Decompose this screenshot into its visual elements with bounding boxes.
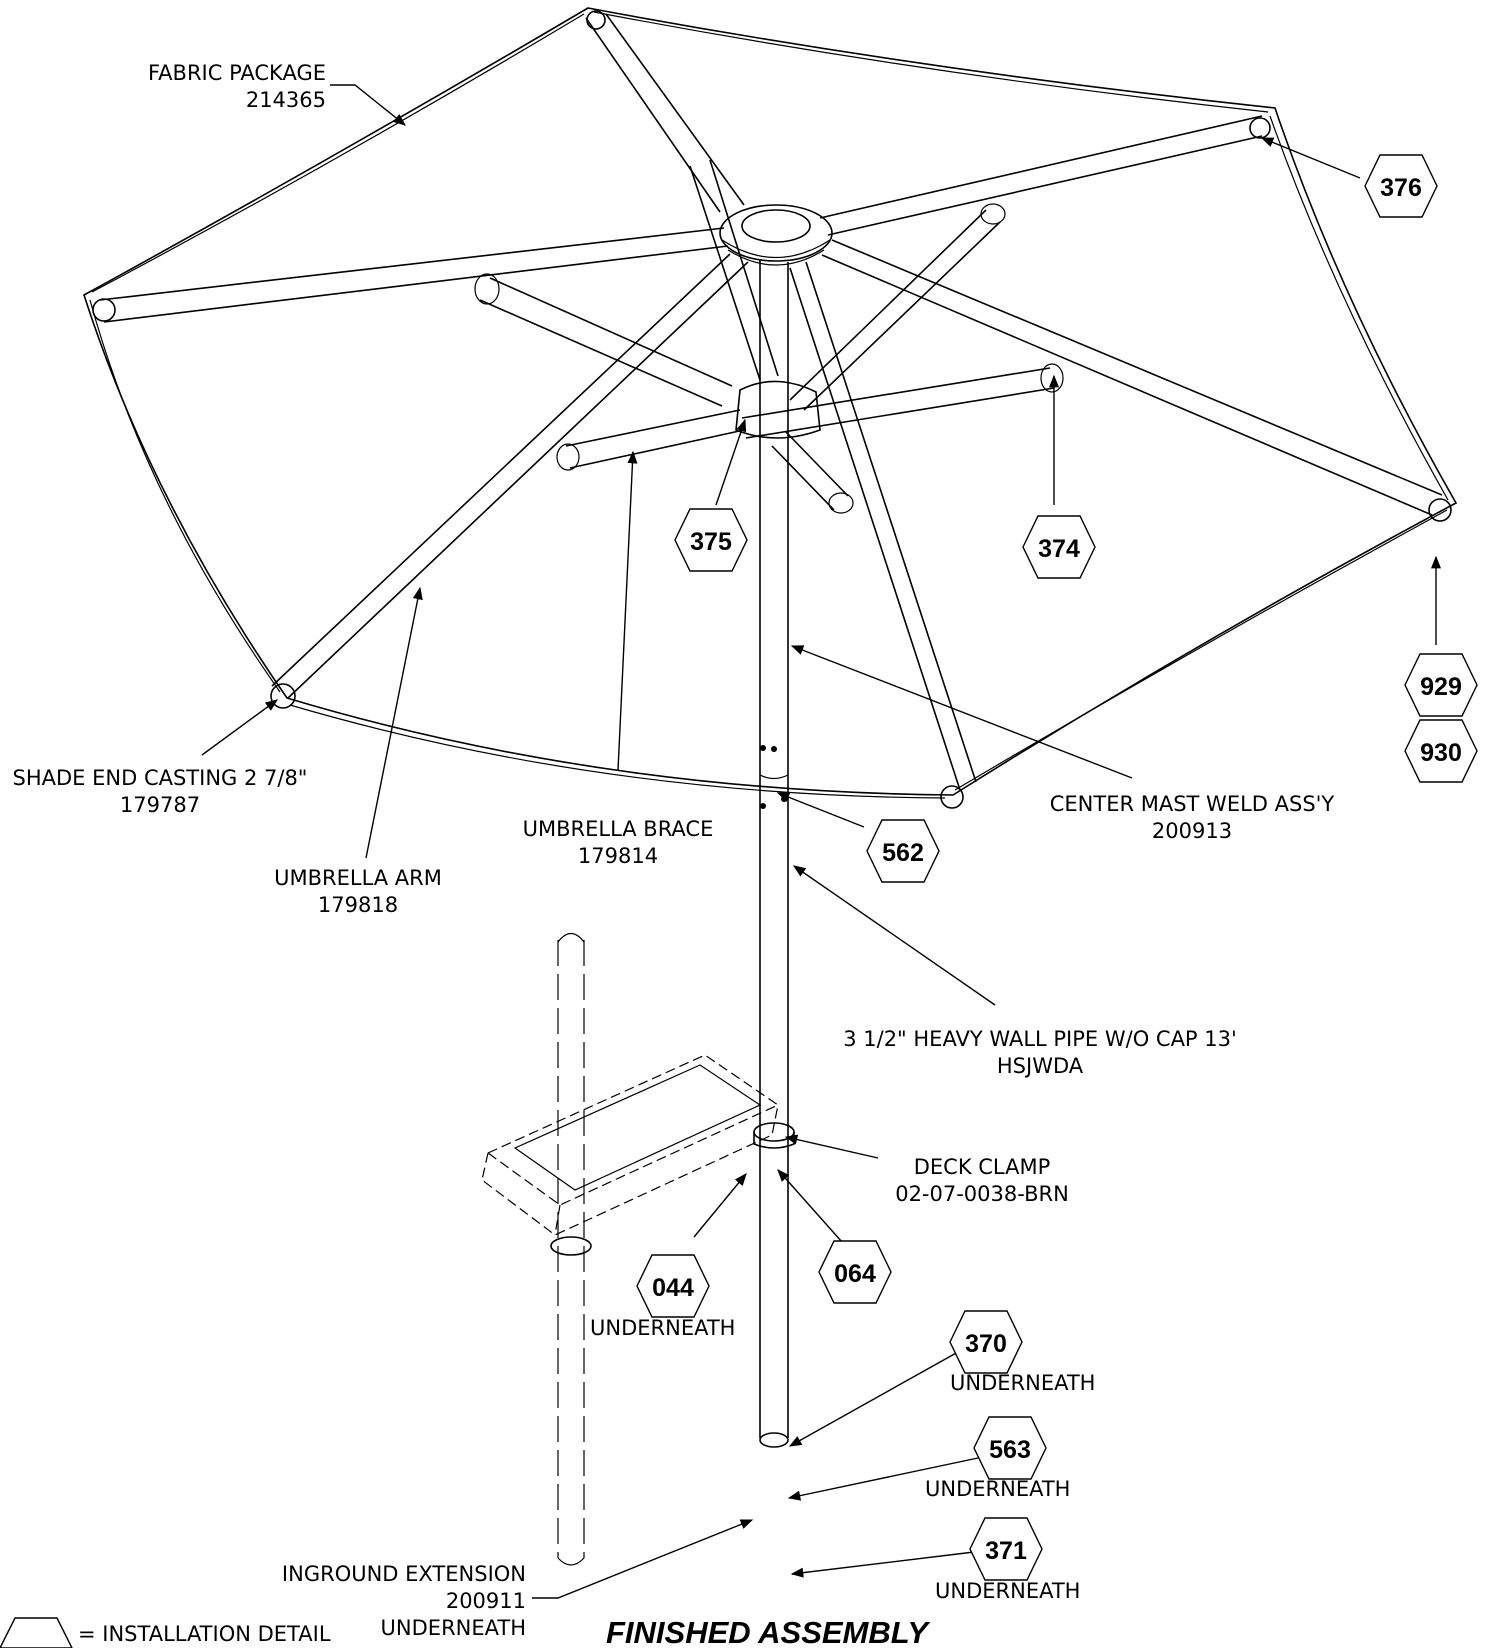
umbrella-arms xyxy=(99,13,1443,791)
brace-name: UMBRELLA BRACE xyxy=(523,817,714,841)
detail-563[interactable]: 563 xyxy=(973,1416,1047,1480)
detail-044[interactable]: 044 xyxy=(636,1254,710,1318)
detail-044-note: UNDERNEATH xyxy=(590,1316,735,1340)
detail-930[interactable]: 930 xyxy=(1404,719,1478,783)
legend-hex-icon xyxy=(0,1617,73,1648)
detail-371[interactable]: 371 xyxy=(969,1517,1043,1581)
clamp-name: DECK CLAMP xyxy=(914,1155,1051,1179)
svg-text:044: 044 xyxy=(652,1274,694,1302)
pipe-part: HSJWDA xyxy=(997,1054,1084,1078)
end-castings xyxy=(92,10,1452,809)
detail-370[interactable]: 370 xyxy=(949,1310,1023,1374)
detail-929[interactable]: 929 xyxy=(1404,653,1478,717)
leader-lines xyxy=(201,84,1442,1599)
svg-text:562: 562 xyxy=(882,839,924,867)
svg-text:370: 370 xyxy=(965,1330,1007,1358)
arm-part: 179818 xyxy=(318,893,398,917)
pipe-name: 3 1/2" HEAVY WALL PIPE W/O CAP 13' xyxy=(843,1027,1237,1051)
inground-part: 200911 xyxy=(446,1589,526,1613)
clamp-part: 02-07-0038-BRN xyxy=(895,1182,1069,1206)
detail-374[interactable]: 374 xyxy=(1022,515,1096,579)
legend: = INSTALLATION DETAIL xyxy=(0,1617,331,1648)
inground-extension xyxy=(550,932,592,1566)
detail-562[interactable]: 562 xyxy=(866,819,940,883)
detail-375[interactable]: 375 xyxy=(674,508,748,572)
svg-text:064: 064 xyxy=(834,1260,876,1288)
hub xyxy=(719,204,833,266)
detail-064[interactable]: 064 xyxy=(818,1240,892,1304)
brace-part: 179814 xyxy=(578,844,658,868)
detail-563-note: UNDERNEATH xyxy=(925,1477,1070,1501)
svg-text:563: 563 xyxy=(989,1436,1031,1464)
mast-part: 200913 xyxy=(1152,819,1232,843)
svg-text:374: 374 xyxy=(1038,535,1080,563)
fabric-part: 214365 xyxy=(246,88,326,112)
drawing-title: FINISHED ASSEMBLY xyxy=(606,1615,931,1648)
detail-376[interactable]: 376 xyxy=(1364,154,1438,218)
arm-name: UMBRELLA ARM xyxy=(274,866,442,890)
detail-371-note: UNDERNEATH xyxy=(935,1579,1080,1603)
canopy-outline xyxy=(83,7,1458,796)
svg-text:375: 375 xyxy=(690,528,732,556)
part-labels: FABRIC PACKAGE 214365 SHADE END CASTING … xyxy=(13,61,1335,1640)
svg-text:376: 376 xyxy=(1380,174,1422,202)
umbrella-canopy xyxy=(83,7,1458,809)
legend-text: = INSTALLATION DETAIL xyxy=(78,1622,331,1646)
fabric-name: FABRIC PACKAGE xyxy=(148,61,326,85)
umbrella-braces xyxy=(474,159,1064,514)
svg-text:371: 371 xyxy=(985,1537,1027,1565)
end-casting-part: 179787 xyxy=(120,793,200,817)
detail-callouts: 376 375 374 929 930 562 044 UNDERNEATH xyxy=(590,154,1478,1603)
mast-name: CENTER MAST WELD ASS'Y xyxy=(1050,792,1335,816)
detail-370-note: UNDERNEATH xyxy=(950,1371,1095,1395)
inground-note: UNDERNEATH xyxy=(381,1616,526,1640)
svg-text:929: 929 xyxy=(1420,673,1462,701)
inground-name: INGROUND EXTENSION xyxy=(282,1562,526,1586)
deck-panel xyxy=(481,1054,780,1236)
center-mast xyxy=(753,260,795,1448)
svg-text:930: 930 xyxy=(1420,739,1462,767)
end-casting-name: SHADE END CASTING 2 7/8" xyxy=(13,766,308,790)
